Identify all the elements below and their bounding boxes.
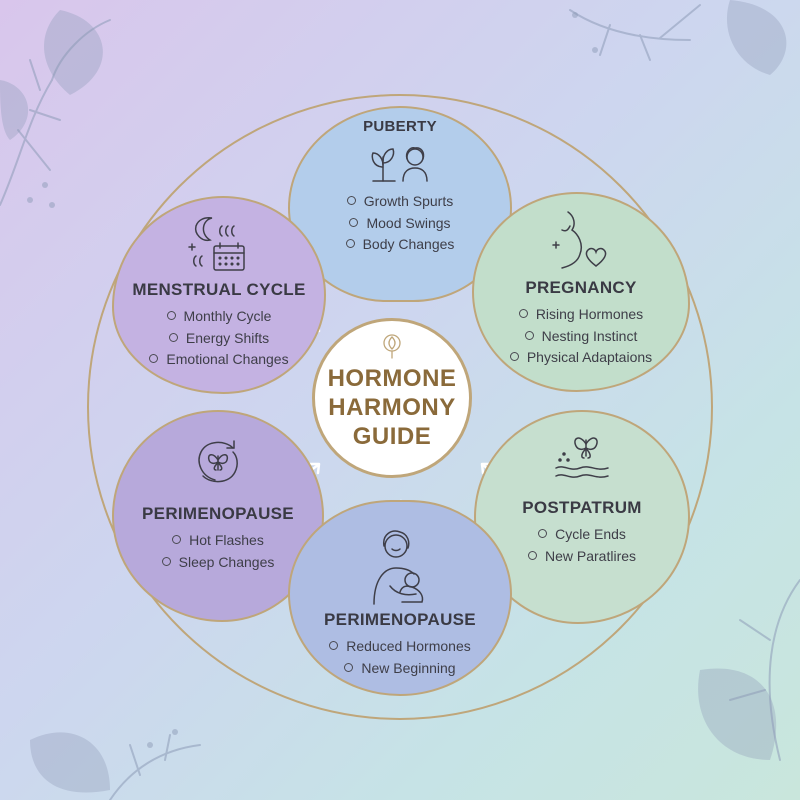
leaf-branch-bottom-right — [768, 579, 800, 761]
list-item: Rising Hormones — [474, 304, 688, 326]
stage-items: Cycle Ends New Paratlires — [476, 524, 688, 567]
mother-baby-icon — [373, 530, 424, 605]
center-title-line-2: HARMONY — [328, 394, 456, 421]
lotus-logo-icon — [383, 334, 401, 359]
sprout-and-girl-icon — [371, 147, 428, 182]
moon-phases-calendar-icon — [188, 217, 245, 271]
center-title-line-1: HORMONE — [327, 365, 457, 392]
list-item: Sleep Changes — [114, 552, 322, 574]
stage-items: Monthly Cycle Energy Shifts Emotional Ch… — [114, 306, 324, 371]
leaf-branch-top-right — [569, 9, 691, 41]
list-item: Physical Adaptaions — [474, 347, 688, 369]
pregnant-silhouette-heart-icon — [552, 211, 607, 269]
outer-ring — [87, 94, 713, 720]
list-item: Growth Spurts — [290, 191, 510, 213]
list-item: Body Changes — [290, 234, 510, 256]
stage-title: POSTPATRUM — [522, 498, 642, 517]
cycle-butterfly-icon — [198, 440, 238, 483]
stage-title: PERIMENOPAUSE — [324, 610, 476, 629]
list-item: Nesting Instinct — [474, 326, 688, 348]
stage-items: Rising Hormones Nesting Instinct Physica… — [474, 304, 688, 369]
leaf-branch-top-left — [0, 79, 53, 206]
stage-title: PREGNANCY — [525, 278, 637, 297]
list-item: Emotional Changes — [114, 349, 324, 371]
butterfly-waves-icon — [555, 437, 609, 478]
stage-title: PERIMENOPAUSE — [142, 504, 294, 523]
leaf-branch-bottom-left — [109, 744, 201, 800]
stage-items: Hot Flashes Sleep Changes — [114, 530, 322, 573]
stage-title: MENSTRUAL CYCLE — [132, 280, 306, 299]
stage-perimenopause-bottom: PERIMENOPAUSE Reduced Hormones New Begin… — [288, 500, 512, 696]
center-title-circle: HORMONE HARMONY GUIDE — [312, 318, 472, 478]
list-item: Monthly Cycle — [114, 306, 324, 328]
list-item: New Paratlires — [476, 546, 688, 568]
stage-items: Reduced Hormones New Beginning — [290, 636, 510, 679]
stage-pregnancy: PREGNANCY Rising Hormones Nesting Instin… — [472, 192, 690, 392]
list-item: Mood Swings — [290, 213, 510, 235]
stage-items: Growth Spurts Mood Swings Body Changes — [290, 191, 510, 256]
list-item: Reduced Hormones — [290, 636, 510, 658]
list-item: Hot Flashes — [114, 530, 322, 552]
stage-title: PUBERTY — [363, 118, 437, 135]
list-item: Cycle Ends — [476, 524, 688, 546]
list-item: New Beginning — [290, 658, 510, 680]
stage-menstrual-cycle: MENSTRUAL CYCLE Monthly Cycle Energy Shi… — [112, 196, 326, 394]
center-title-line-3: GUIDE — [352, 423, 432, 450]
list-item: Energy Shifts — [114, 328, 324, 350]
